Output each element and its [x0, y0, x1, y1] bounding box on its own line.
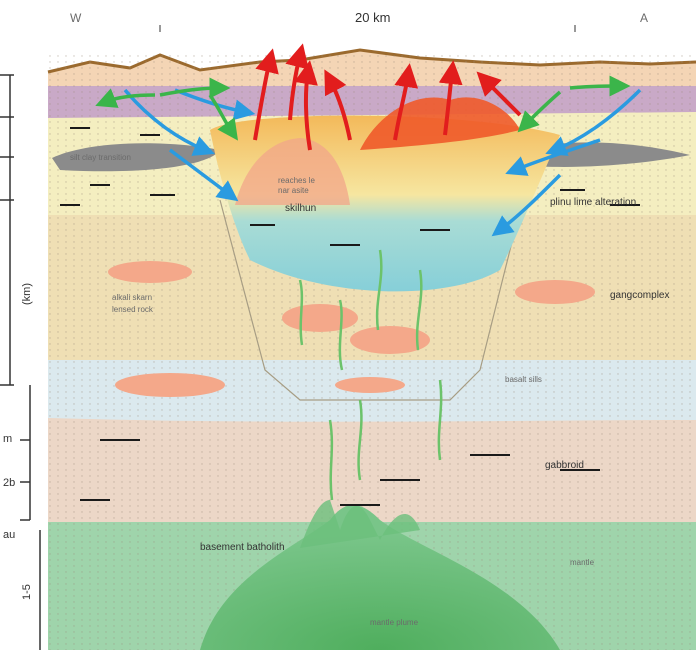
left-lens-text-2: lensed rock — [112, 305, 154, 314]
core-upper-text-1: reaches le — [278, 176, 315, 185]
pyroclastic-label: gabbroid — [545, 460, 584, 471]
depth-tick-2b: 2b — [3, 477, 15, 489]
gray-lens-left — [52, 143, 220, 172]
left-upper-unit-label: silt clay transition — [70, 153, 131, 162]
depth-axis-label: (km) — [21, 283, 33, 305]
depth-tick-1-5: 1-5 — [21, 584, 33, 600]
bottom-right-label: mantle — [570, 558, 595, 567]
salmon-lens-2 — [115, 373, 225, 397]
mantle-plume — [200, 505, 560, 650]
lower-intrusion-label: basement batholith — [200, 542, 285, 553]
red-arrows — [253, 43, 522, 151]
salmon-lens-6 — [515, 280, 595, 304]
strata-marks — [60, 127, 640, 506]
scale-label: 20 km — [355, 10, 390, 25]
right-complex-label: gangcomplex — [610, 290, 669, 301]
bottom-core-label: mantle plume — [370, 618, 419, 627]
east-marker: A — [640, 11, 648, 25]
right-middle-unit-label: basalt sills — [505, 375, 542, 384]
central-core-label: skilhun — [285, 203, 316, 214]
west-marker: W — [70, 11, 82, 25]
salmon-lens-4 — [350, 326, 430, 354]
depth-tick-m: m — [3, 433, 12, 445]
salmon-lens-5 — [335, 377, 405, 393]
salmon-lens-3 — [282, 304, 358, 332]
pink-dome — [235, 138, 350, 205]
basin-outline — [219, 199, 521, 401]
green-veins — [298, 249, 443, 501]
core-upper-text-2: nar asite — [278, 186, 309, 195]
right-upper-unit-label: plinu lime alteration — [550, 197, 636, 208]
depth-tick-au: au — [3, 529, 15, 541]
blue-arrows — [123, 88, 642, 237]
left-lens-text-1: alkali skarn — [112, 293, 152, 302]
depth-axis — [0, 74, 41, 650]
green-arrows — [95, 75, 631, 141]
salmon-lens-1 — [108, 261, 192, 283]
plume-fingers — [300, 500, 420, 548]
